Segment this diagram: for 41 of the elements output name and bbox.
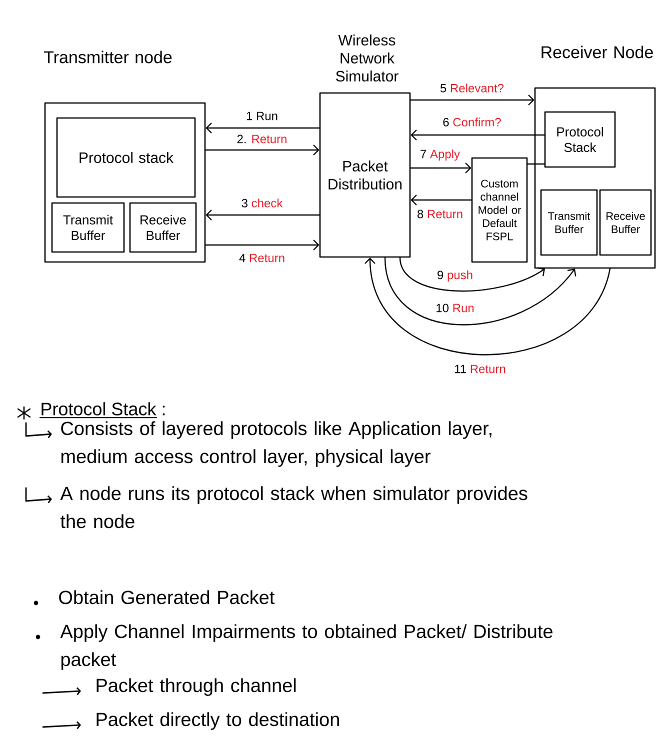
- arrow: [384, 257, 576, 326]
- component-box: Transmit Buffer: [51, 202, 125, 253]
- connector-line: [527, 163, 545, 165]
- component-box: Receive Buffer: [599, 189, 652, 256]
- edge-label: 3 check: [240, 198, 284, 208]
- edge-label: 2. Return: [236, 134, 288, 144]
- process-box: Custom channel Model or Default FSPL: [471, 157, 528, 263]
- arrow: [205, 144, 320, 156]
- note-text: Obtain Generated Packet: [59, 590, 275, 604]
- edge-label: 7 Apply: [418, 148, 461, 162]
- note-heading: Protocol Stack :: [39, 402, 165, 418]
- component-box: Protocol Stack: [544, 111, 616, 168]
- heading: Receiver Node: [542, 46, 653, 58]
- edge-label: 9 push: [436, 269, 474, 283]
- arrow: [410, 194, 472, 206]
- note-text: Packet through channel: [96, 678, 296, 696]
- edge-label: 6 Confirm?: [442, 116, 502, 128]
- heading: Wireless Network Simulator: [336, 34, 398, 82]
- arrow: [364, 258, 611, 356]
- edge-label: 1 Run: [245, 110, 279, 122]
- edge-label: 11 Return: [453, 364, 507, 374]
- component-box: Protocol stack: [56, 117, 196, 198]
- arrow: [206, 210, 320, 220]
- arrow: [206, 122, 320, 134]
- edge-label: 8 Return: [416, 208, 464, 220]
- edge-label: 4 Return: [238, 252, 286, 264]
- note-text: Packet directly to destination: [96, 712, 339, 730]
- arrow: [410, 94, 534, 106]
- process-box: Packet Distribution: [319, 92, 411, 258]
- edge-label: 5 Relevant?: [438, 82, 506, 94]
- arrow: [410, 130, 545, 140]
- component-box: Transmit Buffer: [540, 189, 598, 256]
- edge-label: 10 Run: [434, 302, 476, 314]
- note-text: Apply Channel Impairments to obtained Packet/ Distribute packet: [60, 624, 552, 670]
- component-box: Receive Buffer: [129, 202, 197, 253]
- arrow: [205, 240, 320, 250]
- note-text: A node runs its protocol stack when simulator provides the node: [60, 486, 528, 528]
- heading: Transmitter node: [44, 50, 172, 64]
- arrow: [410, 162, 472, 174]
- note-text: Consists of layered protocols like Application layer, medium access control layer, physical layer: [61, 421, 492, 467]
- arrow: [399, 257, 545, 292]
